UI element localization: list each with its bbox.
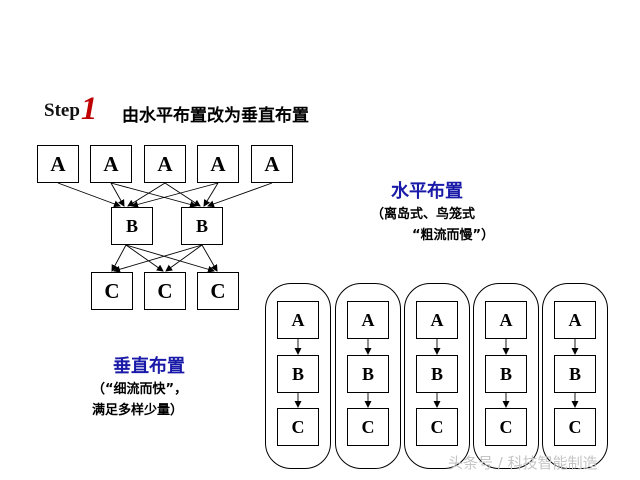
vertical-layout-title: 垂直布置 bbox=[113, 356, 185, 377]
v-box-a-2: A bbox=[347, 301, 389, 339]
h-box-a-1: A bbox=[37, 145, 79, 183]
h-box-b-2: B bbox=[181, 207, 223, 245]
step-title: 由水平布置改为垂直布置 bbox=[122, 106, 309, 126]
v-box-b-1: B bbox=[277, 355, 319, 393]
v-box-a-4: A bbox=[485, 301, 527, 339]
step-label: Step1 bbox=[44, 88, 98, 127]
v-box-a-1: A bbox=[277, 301, 319, 339]
vertical-layout-desc-1: （“细流而快”， bbox=[92, 382, 188, 397]
horizontal-layout-title: 水平布置 bbox=[391, 181, 463, 202]
h-box-a-2: A bbox=[90, 145, 132, 183]
h-box-a-5: A bbox=[251, 145, 293, 183]
v-cell-4 bbox=[473, 283, 539, 469]
horizontal-layout-desc-2: “粗流而慢”） bbox=[412, 228, 495, 243]
v-box-a-5: A bbox=[554, 301, 596, 339]
h-box-a-4: A bbox=[197, 145, 239, 183]
v-cell-5 bbox=[542, 283, 608, 469]
v-box-b-2: B bbox=[347, 355, 389, 393]
h-box-c-3: C bbox=[197, 272, 239, 310]
watermark: 头条号 / 科技智能制造 bbox=[448, 454, 598, 472]
v-box-c-4: C bbox=[485, 408, 527, 446]
step-number: 1 bbox=[80, 91, 98, 127]
h-box-b-1: B bbox=[111, 207, 153, 245]
h-box-c-1: C bbox=[91, 272, 133, 310]
v-box-b-5: B bbox=[554, 355, 596, 393]
v-box-b-4: B bbox=[485, 355, 527, 393]
h-box-c-2: C bbox=[144, 272, 186, 310]
v-box-c-3: C bbox=[416, 408, 458, 446]
v-cell-2 bbox=[335, 283, 401, 469]
horizontal-layout-desc-1: （离岛式、鸟笼式 bbox=[371, 207, 476, 222]
vertical-layout-desc-2: 满足多样少量） bbox=[92, 403, 184, 418]
v-box-c-1: C bbox=[277, 408, 319, 446]
v-box-a-3: A bbox=[416, 301, 458, 339]
v-box-c-5: C bbox=[554, 408, 596, 446]
horizontal-arrows bbox=[57, 182, 273, 273]
v-cell-1 bbox=[265, 283, 331, 469]
h-box-a-3: A bbox=[144, 145, 186, 183]
v-cell-3 bbox=[404, 283, 470, 469]
v-box-c-2: C bbox=[347, 408, 389, 446]
vertical-arrows bbox=[294, 339, 579, 408]
step-prefix: Step bbox=[44, 100, 80, 121]
v-box-b-3: B bbox=[416, 355, 458, 393]
